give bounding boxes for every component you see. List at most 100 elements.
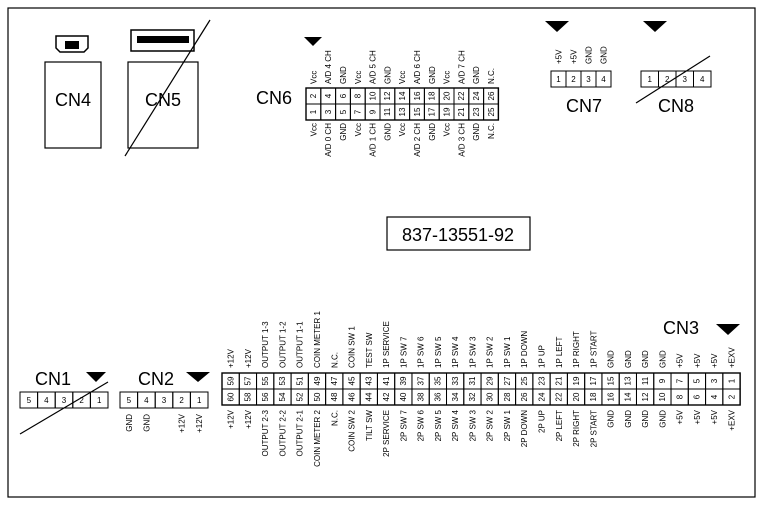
cn6-signal-pin-8: Vcc [354, 71, 363, 84]
cn6-signal-pin-14: Vcc [398, 71, 407, 84]
cn3-pin-22: 22 [555, 392, 564, 401]
cn8-cross-line [635, 55, 711, 104]
cn6-pin-16: 16 [413, 91, 422, 100]
cn3-pin-41: 41 [382, 376, 391, 385]
cn6-signal-pin-20: Vcc [443, 71, 452, 84]
cn7-pin-4-cell [595, 70, 612, 88]
cn6-signal-pin-13: Vcc [398, 123, 407, 136]
cn3-pin-5: 5 [693, 378, 702, 383]
cn6-signal-pin-12: GND [383, 66, 392, 84]
cn6-signal-pin-24: GND [472, 66, 481, 84]
cn3-pin-25: 25 [520, 376, 529, 385]
cn4-label: CN4 [55, 90, 91, 110]
cn2-pin-1: 1 [197, 396, 202, 405]
cn7-signal-pin-2: +5V [570, 49, 579, 64]
cn2-pin-1-cell [189, 391, 209, 409]
cn3-signal-pin-58: +12V [244, 409, 253, 429]
cn6-pin-9: 9 [368, 109, 377, 114]
cn6-signal-pin-7: Vcc [354, 123, 363, 136]
cn6-pin-26: 26 [487, 91, 496, 100]
cn1-pin-4: 4 [44, 396, 49, 405]
cn7-signal-pin-1: +5V [555, 49, 564, 64]
cn2-signal-pin-2: +12V [178, 413, 187, 433]
cn3-pin-45: 45 [347, 376, 356, 385]
cn6-signal-pin-16: A/D 6 CH [413, 50, 422, 84]
cn6-pin-20: 20 [442, 91, 451, 100]
cn6-pin-14: 14 [398, 91, 407, 100]
cn3-signal-pin-31: 1P SW 3 [468, 336, 477, 368]
cn3-pin-24: 24 [537, 392, 546, 401]
cn3-pin-36: 36 [434, 392, 443, 401]
cn3-signal-pin-56: OUTPUT 2-3 [261, 409, 270, 456]
cn4-body [44, 61, 102, 149]
cn3-pin-53: 53 [278, 376, 287, 385]
cn3-signal-pin-7: +5V [676, 353, 685, 368]
cn1-pin-1: 1 [97, 396, 102, 405]
cn3-pin-34: 34 [451, 392, 460, 401]
cn8-pin-4: 4 [700, 75, 705, 84]
cn1-pin-1-cell [89, 391, 109, 409]
cn7-pin1-marker [545, 21, 569, 32]
cn3-pin-18: 18 [589, 392, 598, 401]
cn7-pin-4: 4 [601, 75, 606, 84]
cn6-pin-4: 4 [324, 93, 333, 98]
cn3-signal-pin-53: OUTPUT 1-2 [278, 321, 287, 368]
cn2-pin-5: 5 [127, 396, 132, 405]
cn3-pin-46: 46 [347, 392, 356, 401]
cn6-pin-24: 24 [472, 91, 481, 100]
cn3-pin-14: 14 [624, 392, 633, 401]
cn3-signal-pin-59: +12V [227, 348, 236, 368]
cn6-signal-pin-9: A/D 1 CH [369, 123, 378, 157]
cn3-pin-48: 48 [330, 392, 339, 401]
cn6-pin-25-cell [483, 103, 499, 121]
cn6-signal-pin-19: Vcc [443, 123, 452, 136]
cn3-pin-42: 42 [382, 392, 391, 401]
cn3-signal-pin-4: +5V [710, 409, 719, 424]
cn3-pin-49: 49 [313, 376, 322, 385]
cn3-signal-pin-1: +EXV [727, 347, 736, 368]
cn6-pin-17: 17 [428, 107, 437, 116]
cn3-pin-57: 57 [244, 376, 253, 385]
cn3-pin-35: 35 [434, 376, 443, 385]
cn3-signal-pin-2: +EXV [727, 409, 736, 430]
cn3-pin-12: 12 [641, 392, 650, 401]
cn3-pin-15: 15 [606, 376, 615, 385]
cn3-signal-pin-28: 2P SW 1 [503, 409, 512, 441]
cn3-signal-pin-32: 2P SW 3 [468, 409, 477, 441]
cn6-signal-pin-17: GND [428, 123, 437, 141]
cn8-pin1-marker [643, 21, 667, 32]
cn3-pin-50: 50 [313, 392, 322, 401]
cn3-signal-pin-34: 2P SW 4 [451, 409, 460, 441]
cn1-pin-2: 2 [79, 396, 84, 405]
cn5-body [127, 61, 199, 149]
cn3-pin-59: 59 [226, 376, 235, 385]
cn3-signal-pin-57: +12V [244, 348, 253, 368]
cn3-pin-55: 55 [261, 376, 270, 385]
cn3-signal-pin-20: 2P RIGHT [572, 410, 581, 447]
cn5-label: CN5 [145, 90, 181, 110]
cn3-signal-pin-47: N.C. [330, 352, 339, 368]
cn3-signal-pin-6: +5V [693, 409, 702, 424]
cn3-pin-33: 33 [451, 376, 460, 385]
board-number-text: 837-13551-92 [402, 225, 514, 245]
cn3-pin-6: 6 [693, 394, 702, 399]
cn3-pin-7: 7 [675, 378, 684, 383]
cn6-signal-pin-11: GND [383, 123, 392, 141]
cn6-pin-11: 11 [383, 107, 392, 116]
cn3-signal-pin-14: GND [624, 410, 633, 428]
cn3-pin-26: 26 [520, 392, 529, 401]
cn6-signal-pin-4: A/D 4 CH [324, 50, 333, 84]
cn3-signal-pin-25: 1P DOWN [520, 331, 529, 368]
cn3-pin-58: 58 [244, 392, 253, 401]
board-outline [7, 7, 756, 498]
cn6-pin1-marker [304, 37, 322, 46]
cn3-signal-pin-10: GND [658, 410, 667, 428]
cn3-pin-56: 56 [261, 392, 270, 401]
cn3-pin-19: 19 [572, 376, 581, 385]
cn8-label: CN8 [658, 96, 694, 116]
